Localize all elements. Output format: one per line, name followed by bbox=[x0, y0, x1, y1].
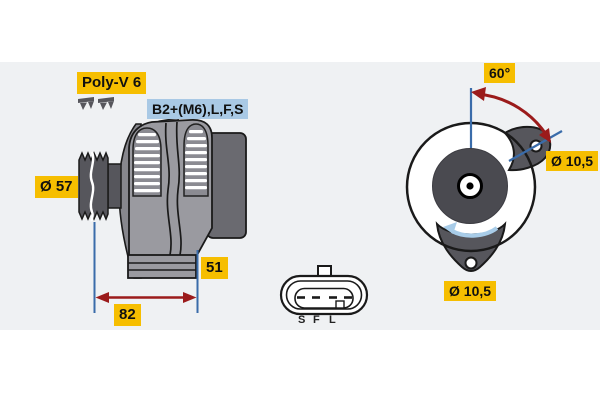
pulley-diameter-label: Ø 57 bbox=[35, 176, 78, 198]
pin-label-l: L bbox=[329, 314, 336, 326]
mounting-angle-label: 60° bbox=[484, 63, 516, 84]
alternator-side-view bbox=[118, 117, 247, 279]
body-seam-line bbox=[164, 122, 172, 256]
angle-arc bbox=[477, 92, 551, 140]
mounting-hole-lower bbox=[464, 256, 478, 270]
arc-arrowhead-end bbox=[539, 128, 551, 143]
alternator-front-view bbox=[405, 87, 563, 272]
pin-label-f: F bbox=[313, 314, 320, 326]
angle-dimension-60 bbox=[471, 87, 563, 162]
arrowhead-right bbox=[183, 292, 197, 303]
hole-diameter-upper-label: Ø 10,5 bbox=[546, 151, 599, 172]
break-line bbox=[89, 151, 95, 222]
terminal-designation-label: B2+(M6),L,F,S bbox=[147, 99, 249, 120]
vent-arch-right bbox=[183, 123, 209, 197]
dimension-51-label: 51 bbox=[201, 257, 228, 279]
mounting-foot bbox=[127, 254, 197, 279]
rotation-arrow bbox=[443, 222, 499, 238]
vent-arch-left bbox=[132, 127, 162, 197]
pin-label-s: S bbox=[298, 314, 306, 326]
connector-key-notch bbox=[335, 300, 345, 309]
arrowhead-left bbox=[95, 292, 109, 303]
pulley-hub bbox=[107, 163, 122, 209]
belt-profile-icon bbox=[78, 97, 94, 110]
arc-arrowhead-start bbox=[471, 87, 486, 101]
shaft-center bbox=[466, 182, 474, 190]
hole-diameter-lower-label: Ø 10,5 bbox=[444, 281, 497, 302]
body-seam-line bbox=[175, 121, 182, 256]
dimension-82-label: 82 bbox=[114, 304, 141, 326]
dimension-lines bbox=[93, 222, 199, 313]
belt-profile-icons bbox=[78, 97, 114, 110]
connector-diagram bbox=[279, 265, 369, 316]
belt-profile-icon bbox=[98, 97, 114, 110]
reference-line-60deg bbox=[508, 130, 563, 162]
belt-type-label: Poly-V 6 bbox=[77, 72, 147, 94]
pulley-side-view bbox=[78, 151, 122, 222]
connector-inner-shell bbox=[285, 280, 363, 310]
